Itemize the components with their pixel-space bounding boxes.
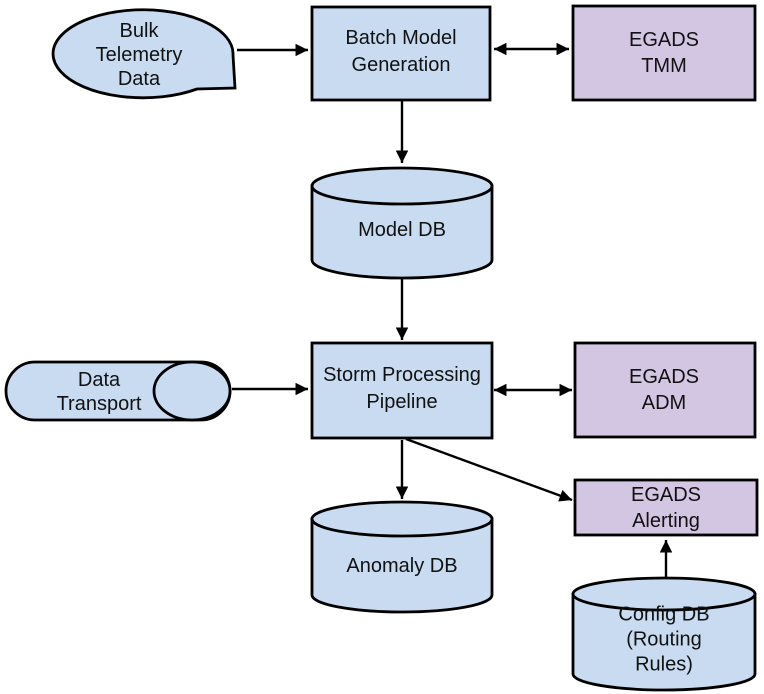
node-data-transport-end xyxy=(152,360,232,422)
node-bulk-telemetry-shape xyxy=(51,8,237,100)
node-config-db-shape xyxy=(571,592,757,692)
node-label-storm-processing-pipeline: Storm Processing Pipeline xyxy=(323,364,481,413)
node-label-egads-adm: EGADS ADM xyxy=(628,366,700,414)
node-egads-adm-shape xyxy=(573,341,757,439)
node-label-config-db: Config DB (Routing Rules) xyxy=(618,603,710,676)
node-label-anomaly-db: Anomaly DB xyxy=(346,555,458,577)
node-egads-alerting-shape xyxy=(573,478,759,537)
node-model-db-shape xyxy=(310,184,494,280)
node-anomaly-db-top xyxy=(310,500,494,538)
node-label-batch-model-generation: Batch Model Generation xyxy=(345,27,457,76)
node-storm-processing-pipeline-shape xyxy=(310,341,494,440)
edge-storm-to-egads-alerting-arrow xyxy=(405,437,573,502)
node-batch-model-generation-shape xyxy=(310,5,492,102)
node-label-data-transport: Data Transport xyxy=(56,369,142,415)
node-config-db-top xyxy=(571,576,757,612)
node-label-egads-alerting: EGADS Alerting xyxy=(630,484,702,532)
node-label-bulk-telemetry: Bulk Telemetry Data xyxy=(95,20,183,90)
node-label-model-db: Model DB xyxy=(358,219,446,241)
node-anomaly-db-shape xyxy=(310,517,494,614)
node-label-egads-tmm: EGADS TMM xyxy=(628,29,700,77)
node-egads-tmm-shape xyxy=(571,4,757,102)
node-model-db-top xyxy=(310,166,494,206)
